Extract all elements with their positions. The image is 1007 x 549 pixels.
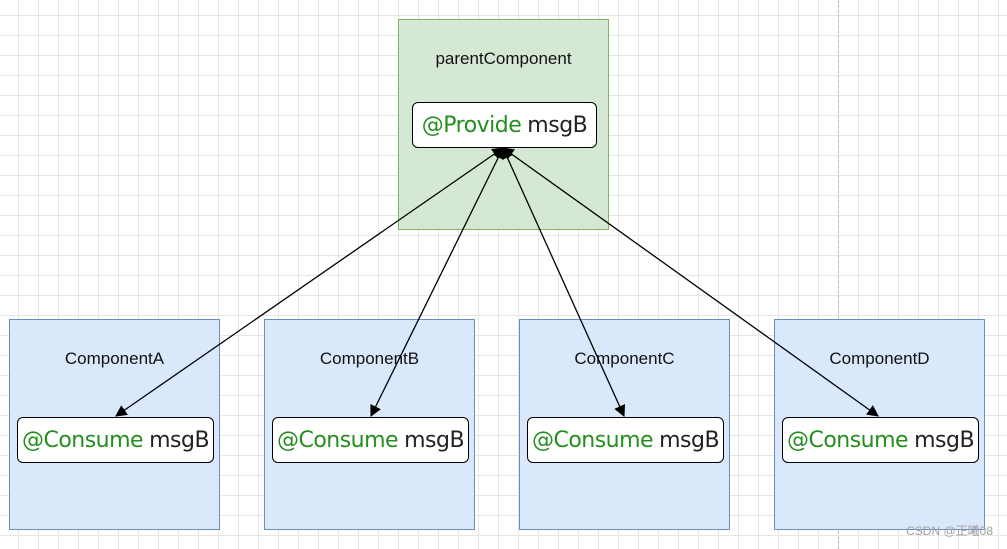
component-d-decorator: @Consume xyxy=(786,427,909,453)
component-b-variable: msgB xyxy=(404,427,465,453)
component-b-decorator: @Consume xyxy=(276,427,399,453)
component-a-variable: msgB xyxy=(149,427,210,453)
component-a-title: ComponentA xyxy=(64,349,165,368)
component-a-decorator: @Consume xyxy=(21,427,144,453)
csdn-watermark: CSDN @正曦08 xyxy=(906,524,993,538)
provide-decorator: @Provide xyxy=(421,112,522,138)
provide-variable: msgB xyxy=(527,112,588,138)
parent-component-title: parentComponent xyxy=(435,49,572,68)
component-c-title: ComponentC xyxy=(574,349,675,368)
component-c-decorator: @Consume xyxy=(531,427,654,453)
component-b-title: ComponentB xyxy=(319,349,420,368)
component-d-title: ComponentD xyxy=(829,349,930,368)
component-d-variable: msgB xyxy=(914,427,975,453)
component-c-variable: msgB xyxy=(659,427,720,453)
